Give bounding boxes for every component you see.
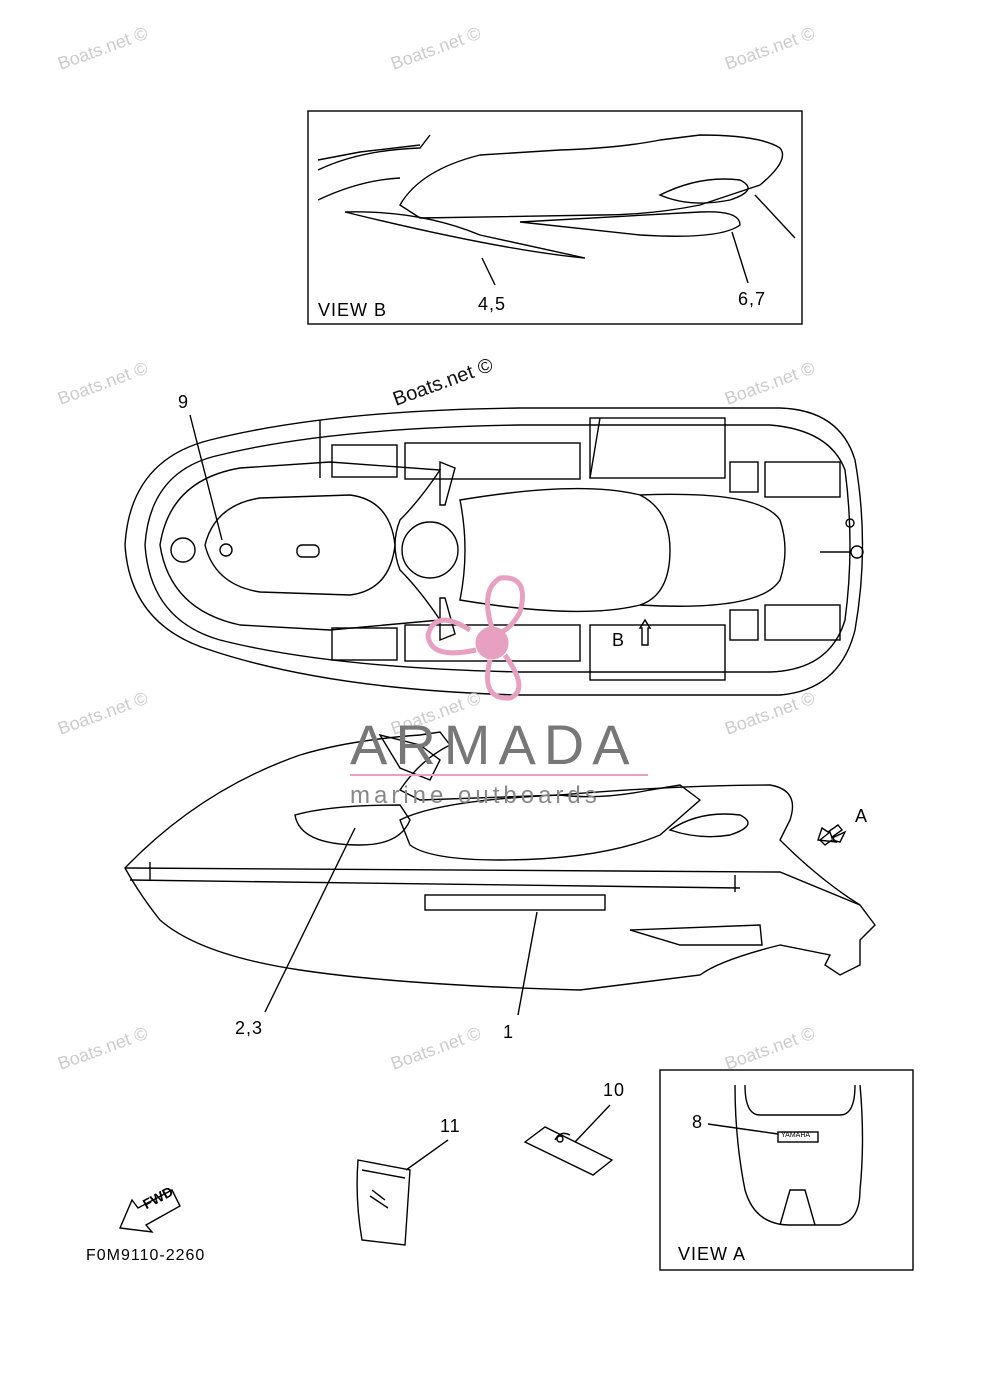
callout-10: 10 — [603, 1080, 626, 1100]
callout-2-3: 2,3 — [235, 1018, 264, 1038]
figure-code: F0M9110-2260 — [86, 1247, 206, 1264]
part-10-drawing — [523, 1126, 614, 1176]
view-b-frame — [307, 110, 803, 325]
view-a-direction-arrow-icon — [817, 824, 844, 843]
leader-1 — [517, 911, 538, 1016]
leader-9 — [189, 414, 223, 541]
callout-9: 9 — [178, 392, 190, 412]
view-a-marker: A — [855, 806, 868, 826]
yamaha-decal-text: YAMAHA — [781, 1132, 811, 1139]
armada-propeller-logo — [425, 575, 525, 701]
leader-23 — [264, 827, 356, 1013]
view-b-label: VIEW B — [318, 300, 388, 320]
leader-8 — [707, 1123, 779, 1135]
callout-4-5: 4,5 — [478, 294, 507, 314]
view-b-drawing — [317, 134, 796, 286]
callout-6-7: 6,7 — [738, 289, 767, 309]
side-view-drawing — [124, 731, 876, 991]
fwd-arrow-icon — [118, 1189, 181, 1233]
part-11-drawing — [356, 1159, 411, 1246]
brand-name: ARMADA — [350, 713, 638, 776]
leader-10 — [574, 1104, 611, 1143]
callout-8: 8 — [692, 1112, 704, 1132]
view-a-drawing — [734, 1084, 864, 1226]
top-view-drawing — [124, 407, 864, 696]
brand-divider — [350, 774, 648, 776]
view-a-frame — [659, 1069, 914, 1271]
view-b-marker: B — [612, 630, 625, 650]
callout-11: 11 — [440, 1116, 461, 1136]
view-a-label: VIEW A — [678, 1244, 747, 1264]
callout-1: 1 — [503, 1022, 515, 1042]
brand-tagline: marine outboards — [350, 782, 601, 809]
leader-11 — [405, 1139, 449, 1171]
